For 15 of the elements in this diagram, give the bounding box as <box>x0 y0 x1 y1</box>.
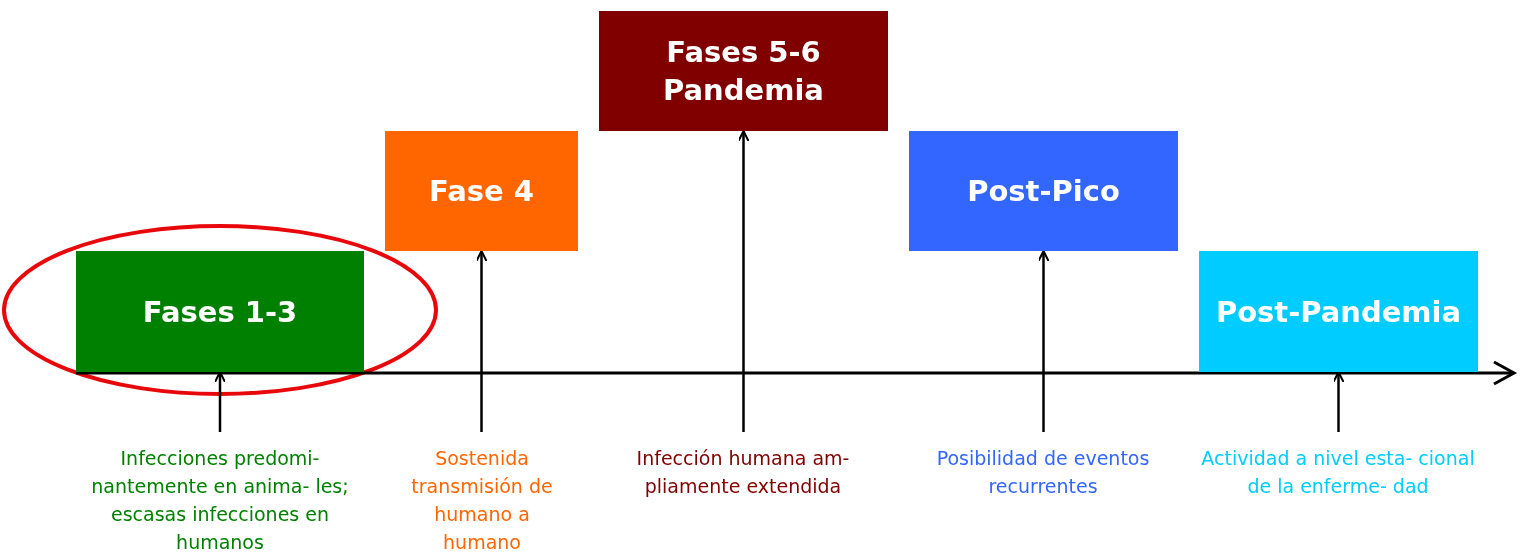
phase-description: Actividad a nivel esta- cional de la enferme- dad <box>1198 444 1478 500</box>
arrow <box>214 371 226 432</box>
arrow <box>1037 250 1050 432</box>
arrow <box>1332 371 1345 432</box>
arrow <box>737 130 750 432</box>
phase-box: Fase 4 <box>385 131 578 251</box>
phase-description: Posibilidad de eventos recurrentes <box>903 444 1183 500</box>
phase-box: Post-Pandemia <box>1199 251 1478 372</box>
phase-description: Infección humana am- pliamente extendida <box>603 444 883 500</box>
phase-box: Post-Pico <box>909 131 1178 251</box>
phase-box: Fases 5-6 Pandemia <box>599 11 888 131</box>
phase-description: Infecciones predomi- nantemente en anima- les; escasas infecciones en humanos <box>80 444 360 556</box>
arrow <box>475 250 488 432</box>
phase-description: Sostenida transmisión de humano a humano <box>397 444 567 556</box>
phase-box: Fases 1-3 <box>76 251 364 372</box>
